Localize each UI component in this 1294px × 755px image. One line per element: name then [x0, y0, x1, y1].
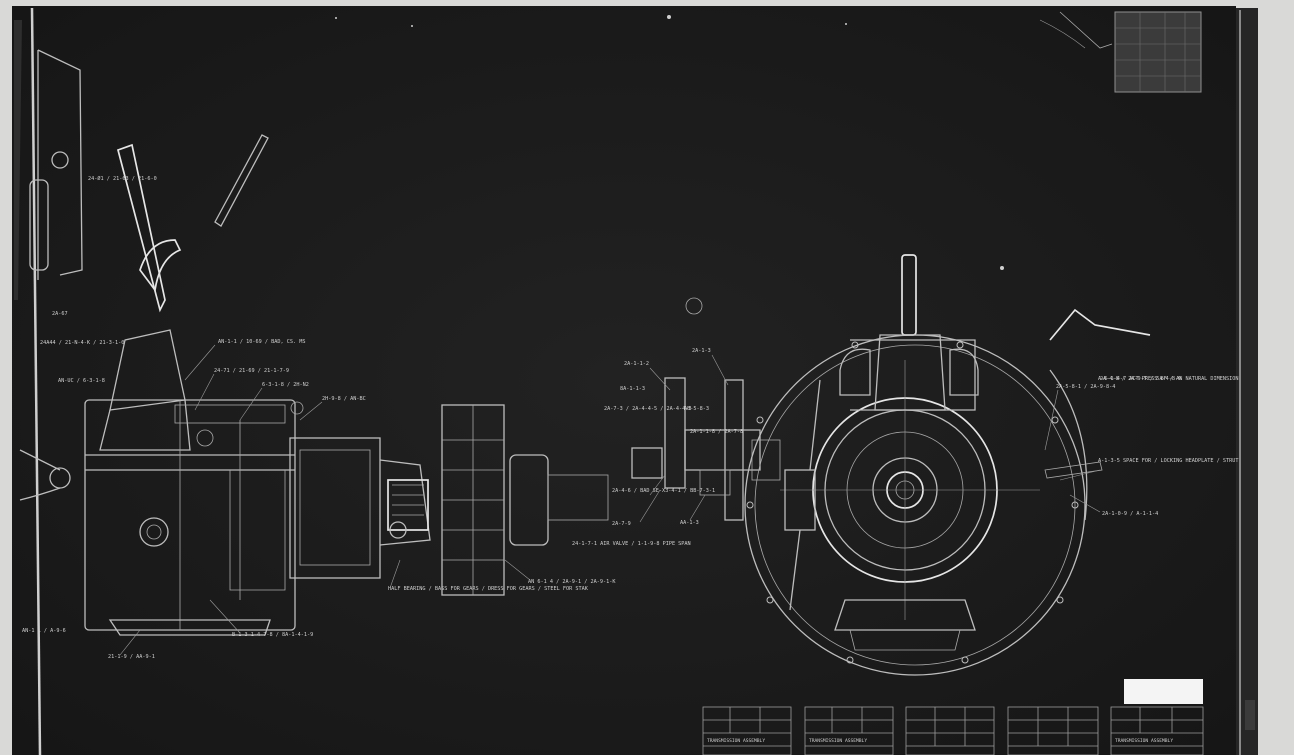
- title-block-2: [905, 706, 995, 755]
- side-bottom-label-4: 24-1-7-1 AIR VALVE / 1-1-9-8 PIPE SPAN: [572, 541, 691, 547]
- left-margin-line: [30, 7, 42, 755]
- title-block-3: [1007, 706, 1099, 755]
- front-label-3: A-1-3-5 SPACE FOR / LOCKING HEADPLATE / …: [1098, 458, 1239, 464]
- front-view-drawing: [744, 254, 1151, 676]
- front-label-1: 2A-4-8 / 2A-9-7 / 5A-4-8-9: [1100, 376, 1181, 382]
- front-label-0: 2A-5-8-1 / 2A-9-8-4: [1056, 384, 1115, 390]
- dust-specks: [335, 15, 1004, 270]
- title-block-heading-1: TRANSMISSION ASSEMBLY: [809, 738, 867, 744]
- center-label-3: 8A-1-1-3: [620, 386, 645, 392]
- side-label-4: AN-1-1 / 10-69 / BAD, CS. MS: [218, 339, 305, 345]
- center-view-labels: 2A-1-1-2 2A-1-3 2A-7-3 / 2A-4-4-5 / 2A-4…: [604, 348, 743, 527]
- center-label-7: AA-1-3: [680, 520, 699, 526]
- front-label-4: 2A-1-0-9 / A-1-1-4: [1102, 511, 1158, 517]
- center-view-drawing: [631, 297, 781, 521]
- title-block-1: TRANSMISSION ASSEMBLY: [804, 706, 894, 755]
- side-bottom-label-0: AN-1 L / A-9-6: [22, 628, 66, 634]
- center-label-2: 2A-7-3 / 2A-4-4-5 / 2A-4-4-3: [604, 406, 691, 412]
- side-label-2: 24A44 / 21-N-4-K / 21-3-1-0: [40, 340, 124, 346]
- title-block-0: TRANSMISSION ASSEMBLY: [702, 706, 792, 755]
- title-block-heading-4: TRANSMISSION ASSEMBLY: [1115, 738, 1173, 744]
- side-label-7: 2H-9-8 / AN-BC: [322, 396, 366, 402]
- title-block-heading-0: TRANSMISSION ASSEMBLY: [707, 738, 765, 744]
- side-view-drawing: [19, 49, 609, 636]
- center-label-5: 2A-7-9: [612, 521, 631, 527]
- right-edge-strip: [1236, 8, 1258, 755]
- center-label-4: 2A-4-6 / BAD SE-X3-4-1 / BB-7-3-1: [612, 488, 715, 494]
- side-bottom-label-1: 21-1-9 / AA-9-1: [108, 654, 155, 660]
- side-label-5: 24-71 / 21-69 / 21-1-7-9: [214, 368, 289, 374]
- front-view-labels: 2A-5-8-1 / 2A-9-8-4 2A-4-8 / 2A-9-7 / 5A…: [1044, 376, 1239, 517]
- side-bottom-label-5: HALF BEARING / BASS FOR GEARS / DRESS FO…: [388, 586, 589, 592]
- front-label-2: A-6-1-4-7 ACT PRESS BF / AN NATURAL DIME…: [1098, 376, 1239, 382]
- stamp-label-patch: [1124, 679, 1203, 704]
- blueprint-background: [12, 6, 1236, 755]
- side-bottom-label-3: AN 6-1 4 / 2A-9-1 / 2A-9-1-K: [528, 579, 616, 585]
- side-label-0: 24-Ø1 / 21-63 / 21-6-0: [88, 175, 157, 182]
- center-label-1: 2A-1-3: [692, 348, 711, 354]
- title-block-row: TRANSMISSION ASSEMBLY TRANSMISSION ASSEM…: [702, 706, 1204, 755]
- corner-grid-block: [1039, 11, 1202, 93]
- side-label-3: AN-UC / 6-3-1-8: [58, 378, 105, 384]
- center-label-0: 2A-1-1-2: [624, 361, 649, 367]
- side-label-6: 6-3-1-8 / 2H-N2: [262, 382, 309, 388]
- title-block-4: TRANSMISSION ASSEMBLY: [1110, 706, 1204, 755]
- side-view-labels: 24-Ø1 / 21-63 / 21-6-0 2A-67 24A44 / 21-…: [22, 175, 691, 660]
- center-label-8: 2A-1-1-8 / 2A-7-8: [690, 429, 743, 435]
- side-bottom-label-2: B-1-3-1-4-7-8 / 8A-1-4-1-9: [232, 632, 313, 638]
- side-label-1: 2A-67: [52, 311, 68, 317]
- center-label-6: AB-5-8-3: [684, 406, 709, 412]
